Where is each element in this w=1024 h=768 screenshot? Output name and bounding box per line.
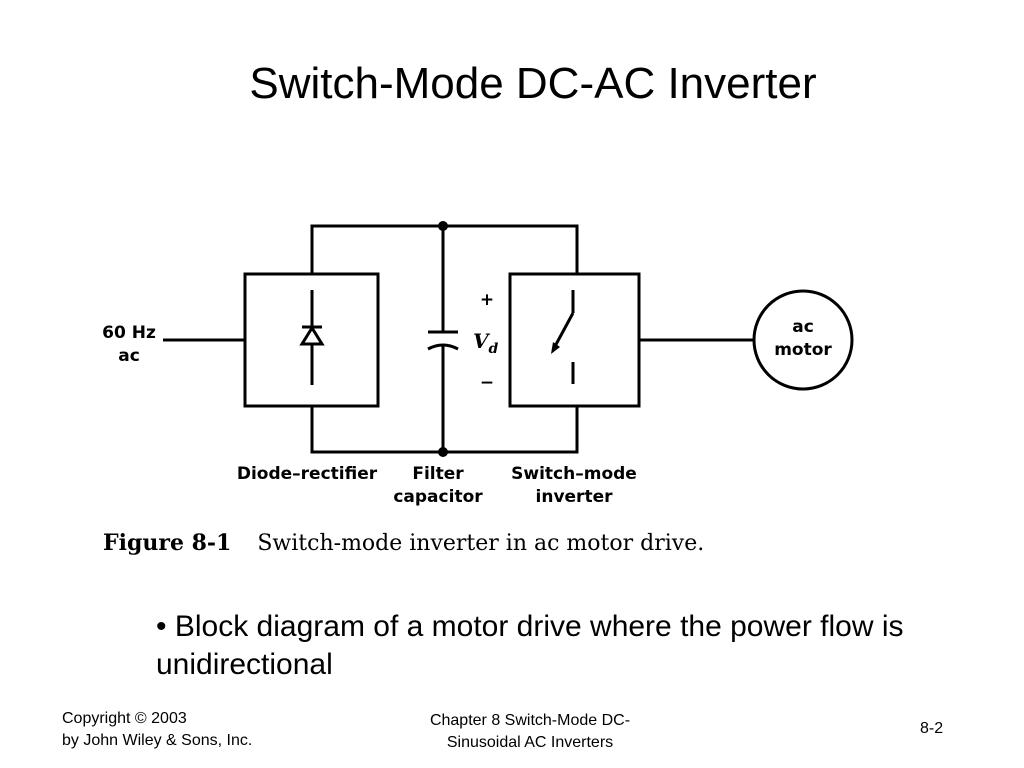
footer-chapter: Chapter 8 Switch-Mode DC- Sinusoidal AC …: [378, 710, 682, 754]
plus-sign: +: [480, 290, 494, 310]
bullet-marker: •: [156, 610, 167, 643]
junction-dot-bottom: [438, 447, 448, 457]
slide-title: Switch-Mode DC-AC Inverter: [249, 59, 817, 108]
junction-dot-top: [438, 221, 448, 231]
figure-caption: Figure 8-1 Switch-mode inverter in ac mot…: [103, 530, 704, 556]
capacitor-label-line1: Filter: [412, 464, 464, 484]
page-number: 8-2: [920, 720, 944, 737]
motor-label-line1: ac: [792, 317, 814, 337]
minus-sign: −: [480, 373, 494, 393]
inverter-label-line2: inverter: [536, 487, 614, 507]
diode-symbol: [299, 290, 325, 385]
voltage-letter: V: [473, 329, 491, 353]
input-label-line2: ac: [118, 346, 140, 366]
capacitor-label-line2: capacitor: [393, 487, 483, 507]
inverter-label-line1: Switch–mode: [511, 464, 637, 484]
motor-label-line2: motor: [774, 340, 832, 360]
voltage-subscript: d: [489, 341, 499, 357]
figure-number: Figure 8-1: [103, 530, 232, 556]
switch-symbol: [551, 290, 575, 384]
copyright-line1: Copyright © 2003: [62, 710, 187, 727]
footer-copyright: Copyright © 2003 by John Wiley & Sons, I…: [62, 708, 252, 752]
voltage-symbol: Vd: [473, 329, 499, 357]
switch-arrow-tip: [551, 342, 560, 354]
block-diagram: 60 Hz ac + Vd − ac motor Diode–rectifier…: [102, 221, 854, 507]
capacitor-plate-bottom: [427, 343, 459, 351]
chapter-line2: Sinusoidal AC Inverters: [446, 734, 614, 751]
chapter-line1: Chapter 8 Switch-Mode DC-: [429, 712, 631, 729]
rectifier-label: Diode–rectifier: [237, 464, 378, 484]
input-label-line1: 60 Hz: [102, 323, 156, 343]
bullet-text: Block diagram of a motor drive where the…: [156, 610, 904, 681]
copyright-line2: by John Wiley & Sons, Inc.: [62, 732, 253, 749]
motor-circle: [752, 289, 854, 391]
figure-caption-text: Switch-mode inverter in ac motor drive.: [257, 531, 705, 556]
bullet-point: • Block diagram of a motor drive where t…: [156, 608, 926, 684]
